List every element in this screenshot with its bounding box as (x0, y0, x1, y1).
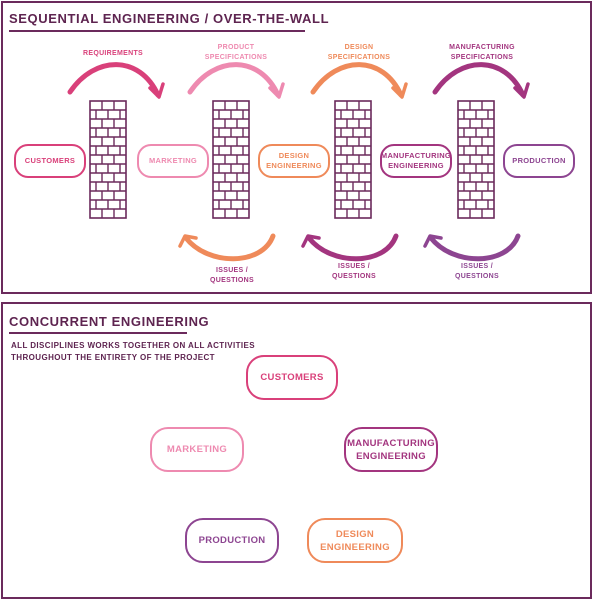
node-customers: CUSTOMERS (246, 355, 338, 400)
arrow-requirements (67, 62, 161, 98)
stage-manufacturing-engineering: MANUFACTURING ENGINEERING (380, 144, 452, 178)
sequential-title: SEQUENTIAL ENGINEERING / OVER-THE-WALL (9, 11, 330, 26)
label-issues-questions-3: ISSUES / QUESTIONS (455, 263, 499, 280)
label-design-specifications: DESIGN SPECIFICATIONS (327, 44, 391, 61)
label-issues-questions-2: ISSUES / QUESTIONS (332, 263, 376, 280)
node-production: PRODUCTION (185, 518, 279, 563)
node-design-engineering: DESIGN ENGINEERING (307, 518, 403, 563)
sequential-title-underline (9, 30, 305, 32)
stage-customers: CUSTOMERS (14, 144, 86, 178)
label-manufacturing-specifications: MANUFACTURING SPECIFICATIONS (449, 44, 515, 61)
stage-design-engineering: DESIGN ENGINEERING (258, 144, 330, 178)
stage-production: PRODUCTION (503, 144, 575, 178)
brick-wall (334, 100, 372, 219)
arrow-issues-3 (428, 233, 521, 262)
brick-wall (212, 100, 250, 219)
arrow-manufacturing-spec (432, 62, 526, 98)
concurrent-title-underline (9, 332, 187, 334)
brick-wall (89, 100, 127, 219)
label-product-specifications: PRODUCT SPECIFICATIONS (204, 44, 268, 61)
brick-wall (457, 100, 495, 219)
concurrent-title: CONCURRENT ENGINEERING (9, 314, 210, 329)
arrow-design-spec (310, 62, 404, 98)
concurrent-description: ALL DISCIPLINES WORKS TOGETHER ON ALL AC… (11, 341, 255, 362)
arrow-product-spec (187, 62, 281, 98)
node-marketing: MARKETING (150, 427, 244, 472)
stage-marketing: MARKETING (137, 144, 209, 178)
label-requirements: REQUIREMENTS (83, 50, 143, 57)
label-issues-questions-1: ISSUES / QUESTIONS (210, 267, 254, 284)
concurrent-panel (1, 302, 592, 599)
node-manufacturing-engineering: MANUFACTURING ENGINEERING (344, 427, 438, 472)
arrow-issues-2 (306, 233, 399, 262)
arrow-issues-1 (183, 233, 276, 262)
